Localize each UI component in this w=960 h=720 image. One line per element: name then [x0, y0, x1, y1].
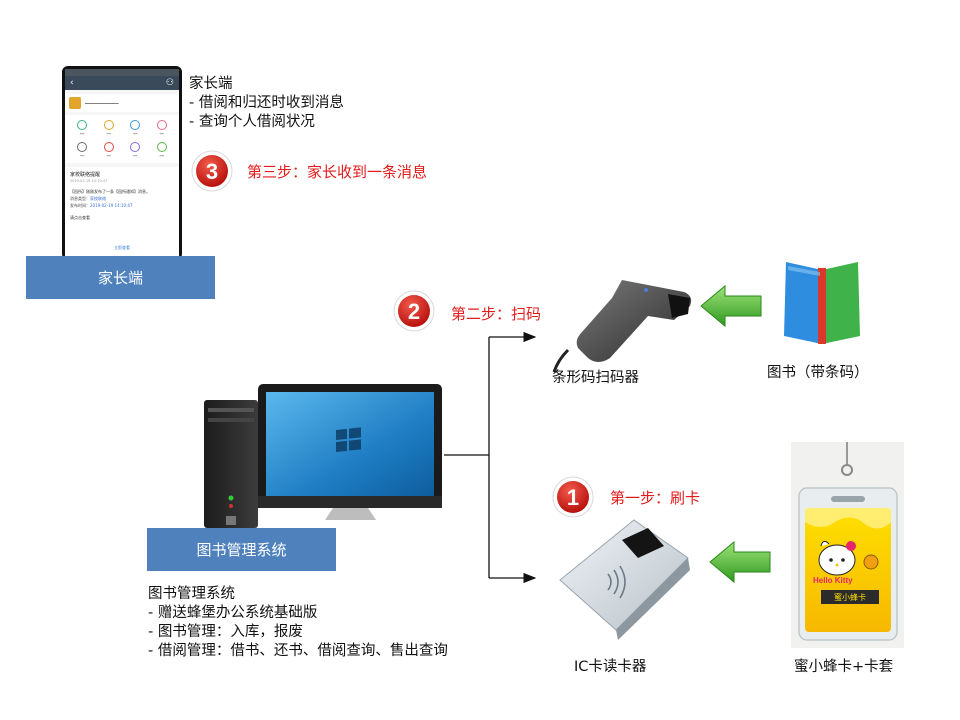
parent-side-tag: 家长端 — [26, 256, 215, 299]
message-type-row: 消息类型：家校联络 — [70, 196, 106, 201]
chat-icon — [130, 142, 141, 152]
parent-side-title: 家长端 — [189, 76, 233, 92]
system-tag: 图书管理系统 — [147, 528, 336, 571]
parent-side-description: 家长端 - 借阅和归还时收到消息 - 查询个人借阅状况 — [189, 75, 344, 132]
feature-cell: ━━ — [96, 142, 123, 158]
monitor — [258, 384, 442, 520]
nfc-waves-icon — [607, 565, 626, 599]
feature-cell: ━━ — [122, 142, 149, 158]
parent-side-item: - 查询个人借阅状况 — [189, 114, 315, 130]
system-title: 图书管理系统 — [148, 586, 235, 602]
step-3-text: 第三步：家长收到一条消息 — [247, 163, 428, 181]
step-3-number: 3 — [206, 159, 218, 184]
grid-icon — [156, 142, 167, 152]
flag-icon — [77, 120, 88, 130]
clock-icon — [130, 120, 141, 130]
reader-caption: IC卡读卡器 — [574, 659, 647, 675]
feature-cell: ━━ — [149, 120, 176, 136]
parent-side-item: - 借阅和归还时收到消息 — [189, 95, 344, 111]
feature-cell: ━━ — [122, 120, 149, 136]
feature-cell: ━━ — [69, 142, 96, 158]
message-time-row: 发布时间：2019-02-19 14:10:47 — [70, 203, 133, 208]
ic-card-reader-illustration — [559, 519, 690, 640]
card-print-bottom: 蜜小蜂卡 — [821, 590, 879, 604]
phone-status-bar — [65, 69, 179, 76]
system-item: - 图书管理：入库，报废 — [148, 624, 303, 640]
scanner-caption: 条形码扫码器 — [552, 370, 639, 386]
phone-message-card: 家校联络提醒 2019-02-19 14:10:47 【园所】刚刚发布了一条【园… — [65, 167, 179, 257]
feature-cell: ━━ — [96, 120, 123, 136]
parent-phone: ‹ ⚇ ━━━━━━━━━━━━━━ ━━ ━━ ━━ ━━ ━━ ━━ ━━ … — [62, 66, 182, 260]
system-item: - 赠送蜂堡办公系统基础版 — [148, 605, 318, 621]
phone-nav-bar: ‹ ⚇ — [65, 76, 179, 90]
feature-cell: ━━ — [149, 142, 176, 158]
bow-icon — [846, 541, 856, 551]
step-1-badge: 1 — [552, 476, 594, 518]
book-icon — [77, 142, 88, 152]
back-icon: ‹ — [70, 78, 74, 88]
system-description: 图书管理系统 - 赠送蜂堡办公系统基础版 - 图书管理：入库，报废 - 借阅管理… — [148, 585, 448, 661]
banner-text-placeholder: ━━━━━━━━━━━━━━ — [85, 100, 119, 106]
book-caption: 图书（带条码） — [767, 365, 869, 381]
phone-feature-grid: ━━ ━━ ━━ ━━ ━━ ━━ ━━ ━━ — [65, 115, 179, 163]
lanyard-ring — [841, 464, 853, 476]
step-1-text: 第一步：刷卡 — [610, 489, 701, 507]
phone-screen: ‹ ⚇ ━━━━━━━━━━━━━━ ━━ ━━ ━━ ━━ ━━ ━━ ━━ … — [65, 69, 179, 257]
card-caption: 蜜小蜂卡+卡套 — [794, 659, 894, 675]
computer-illustration — [204, 384, 442, 528]
honey-pot-icon — [863, 554, 879, 570]
system-item: - 借阅管理：借书、还书、借阅查询、售出查询 — [148, 643, 448, 659]
step-2-number: 2 — [408, 299, 420, 324]
tap-hint: 请点击查看 — [70, 215, 90, 220]
green-arrow-left-icon — [709, 540, 771, 584]
coin-icon — [103, 120, 114, 130]
feature-cell: ━━ — [69, 120, 96, 136]
message-card-line: 【园所】刚刚发布了一条【园所通知】消息。 — [70, 189, 150, 194]
step-2-text: 第二步：扫码 — [451, 305, 542, 323]
book-illustration — [784, 262, 860, 344]
school-logo-icon — [69, 97, 81, 109]
view-now-link[interactable]: 立即查看 — [114, 245, 130, 250]
shield-icon — [103, 142, 114, 152]
windows-logo-icon — [336, 427, 361, 452]
pencil-icon — [156, 120, 167, 130]
message-card-title: 家校联络提醒 — [70, 172, 101, 178]
green-arrow-left-icon — [700, 284, 762, 328]
card-print-top: Hello Kitty — [813, 576, 853, 585]
user-icon: ⚇ — [165, 78, 174, 88]
member-card-illustration: Hello Kitty 蜜小蜂卡 — [791, 442, 904, 648]
message-card-date: 2019-02-19 14:10:47 — [70, 179, 108, 183]
barcode-scanner-illustration — [552, 280, 692, 373]
step-2-badge: 2 — [393, 290, 435, 332]
phone-school-banner: ━━━━━━━━━━━━━━ — [65, 94, 179, 112]
step-1-number: 1 — [567, 485, 579, 510]
step-3-badge: 3 — [191, 150, 233, 192]
pc-tower — [204, 400, 258, 528]
